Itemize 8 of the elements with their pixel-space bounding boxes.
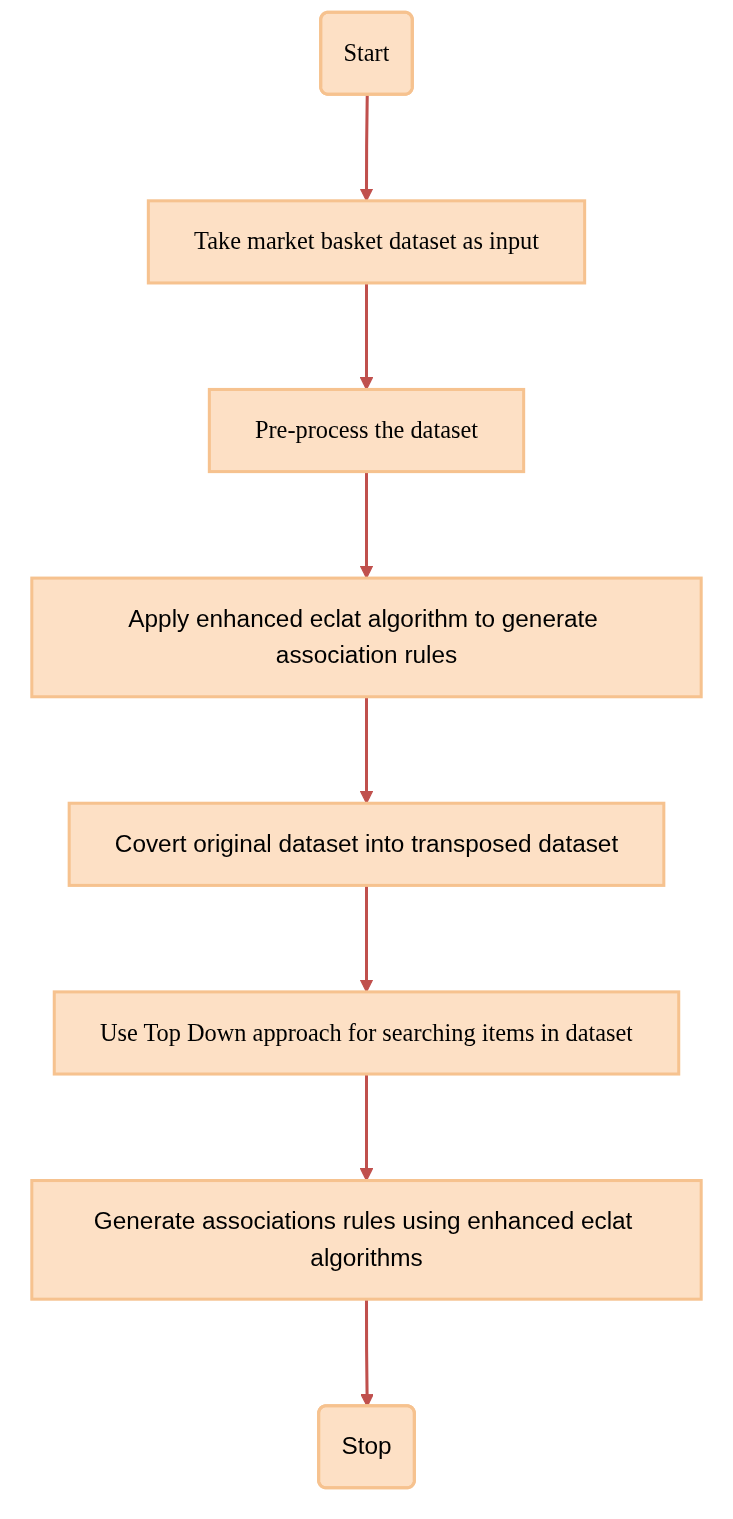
node-box: Pre-process the dataset (207, 387, 526, 474)
arrow (359, 471, 374, 579)
node-box: Use Top Down approach for searching items in dataset (52, 990, 681, 1076)
node-box: Apply enhanced eclat algorithm to generate association rules (30, 576, 703, 699)
node-box: Generate associations rules using enhanced eclat algorithms (30, 1179, 703, 1301)
node-box: Take market basket dataset as input (146, 199, 587, 285)
node-box: Covert original dataset into transposed dataset (67, 801, 666, 887)
arrow (359, 696, 374, 804)
